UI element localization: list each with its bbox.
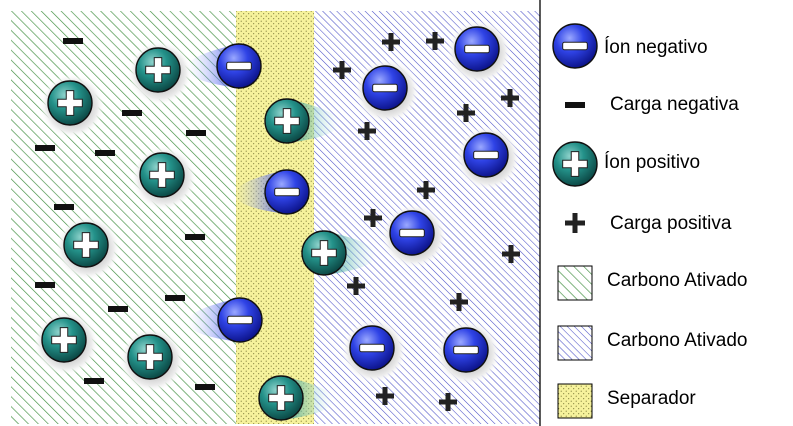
positive-charge: [382, 33, 400, 51]
positive-charge: [347, 277, 365, 295]
positive-ion: [301, 230, 376, 276]
negative-ion: [447, 20, 511, 84]
legend-label-charge-negative: Carga negativa: [610, 94, 739, 115]
positive-charge: [565, 213, 585, 233]
positive-ion: [40, 74, 104, 138]
legend-label-ion-positive: Íon positivo: [604, 152, 701, 173]
legend-label-ion-negative: Íon negativo: [604, 37, 708, 58]
negative-ion: [552, 23, 598, 69]
negative-ion: [382, 204, 446, 268]
negative-charge: [108, 306, 128, 312]
legend-label-carbon-blue: Carbono Ativado: [607, 330, 748, 351]
negative-charge: [35, 145, 55, 151]
negative-ion: [342, 319, 406, 383]
legend-label-charge-positive: Carga positiva: [610, 213, 732, 234]
positive-ion: [34, 311, 98, 375]
negative-charge: [95, 150, 115, 156]
negative-charge: [186, 130, 206, 136]
negative-charge: [195, 384, 215, 390]
negative-ion: [456, 126, 520, 190]
positive-charge: [376, 387, 394, 405]
negative-ion: [436, 321, 500, 385]
positive-ion: [128, 41, 192, 105]
negative-charge: [565, 102, 585, 108]
legend-label-carbon-green: Carbono Ativado: [607, 270, 748, 291]
negative-charge: [185, 234, 205, 240]
positive-ion: [132, 146, 196, 210]
negative-charge: [84, 378, 104, 384]
negative-charge: [165, 295, 185, 301]
positive-charge: [439, 393, 457, 411]
negative-charge: [63, 38, 83, 44]
positive-ion: [56, 216, 120, 280]
negative-ion: [355, 59, 419, 123]
legend-swatch-carbon-blue: [557, 325, 593, 361]
negative-charge: [122, 110, 142, 116]
positive-charge: [502, 245, 520, 263]
negative-charge: [35, 282, 55, 288]
positive-charge: [501, 89, 519, 107]
legend-label-separator: Separador: [607, 388, 696, 409]
legend-swatch-carbon-green: [557, 265, 593, 301]
positive-ion: [120, 328, 184, 392]
positive-charge: [457, 104, 475, 122]
negative-charge: [54, 204, 74, 210]
positive-ion: [264, 98, 339, 144]
negative-ion: [235, 169, 310, 215]
negative-ion: [187, 43, 262, 89]
positive-charge: [426, 32, 444, 50]
positive-charge: [333, 61, 351, 79]
positive-ion: [258, 375, 333, 421]
positive-charge: [450, 293, 468, 311]
positive-ion: [552, 141, 598, 187]
positive-charge: [364, 209, 382, 227]
positive-charge: [417, 181, 435, 199]
positive-charge: [358, 122, 376, 140]
legend-swatch-separator: [557, 383, 593, 419]
negative-ion: [188, 297, 263, 343]
